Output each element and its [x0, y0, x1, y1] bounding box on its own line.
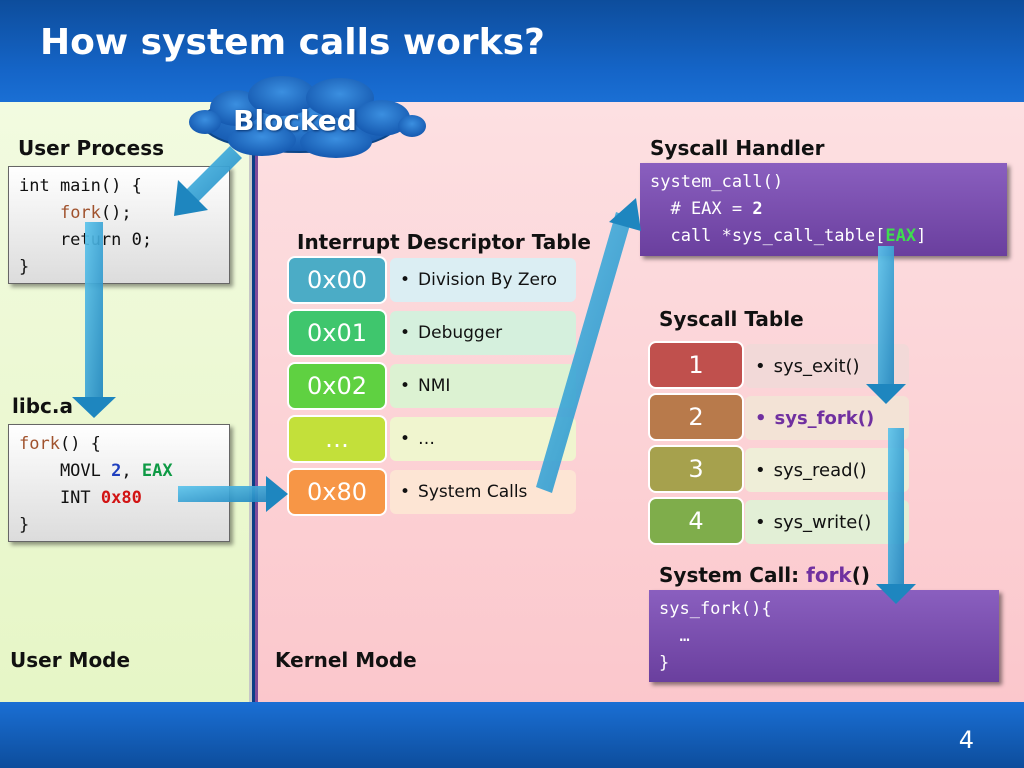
idt-value: •System Calls	[390, 470, 576, 514]
syscall-table-heading: Syscall Table	[659, 307, 804, 331]
code-line: system_call()	[650, 172, 784, 192]
idt-value: •Division By Zero	[390, 258, 576, 302]
syscall-number: 3	[648, 445, 744, 493]
page-number: 4	[958, 726, 974, 754]
libc-heading: libc.a	[12, 394, 73, 418]
code-line: }	[19, 515, 30, 535]
syscall-name: •sys_write()	[745, 500, 909, 544]
syscall-name: •sys_read()	[745, 448, 909, 492]
code-line: int main() {	[19, 176, 142, 196]
footer-bar: 4	[0, 702, 1024, 768]
code-line: INT 0x80	[19, 488, 142, 508]
code-line: call *sys_call_table[EAX]	[650, 226, 927, 246]
code-line: fork() {	[19, 434, 101, 454]
code-line: }	[19, 257, 30, 277]
idt-key: …	[287, 415, 387, 463]
code-line: sys_fork(){	[659, 599, 772, 619]
idt-key: 0x00	[287, 256, 387, 304]
code-line: MOVL 2, EAX	[19, 461, 173, 481]
title-bar: How system calls works?	[0, 0, 1024, 102]
idt-value: •NMI	[390, 364, 576, 408]
idt-value: •…	[390, 417, 576, 461]
code-line: fork();	[59, 203, 132, 223]
user-process-heading: User Process	[18, 136, 165, 160]
sys-fork-code: sys_fork(){ … }	[649, 590, 999, 682]
idt-key: 0x80	[287, 468, 387, 516]
user-process-code: int main() { fork(); return 0; }	[8, 166, 230, 284]
code-line: return 0;	[19, 230, 153, 250]
idt-key: 0x01	[287, 309, 387, 357]
syscall-name-highlighted: •sys_fork()	[745, 396, 909, 440]
syscall-name: •sys_exit()	[745, 344, 909, 388]
blocked-label: Blocked	[233, 104, 357, 137]
system-call-fork-heading: System Call: fork()	[659, 563, 871, 587]
fork-keyword: fork	[59, 203, 101, 223]
idt-value: •Debugger	[390, 311, 576, 355]
code-line: # EAX = 2	[650, 199, 763, 219]
kernel-mode-label: Kernel Mode	[275, 648, 417, 672]
code-line: …	[659, 626, 690, 646]
syscall-handler-code: system_call() # EAX = 2 call *sys_call_t…	[640, 163, 1007, 256]
syscall-number: 1	[648, 341, 744, 389]
syscall-handler-heading: Syscall Handler	[650, 136, 825, 160]
slide-title: How system calls works?	[40, 22, 545, 63]
idt-heading: Interrupt Descriptor Table	[297, 230, 591, 254]
user-mode-label: User Mode	[10, 648, 131, 672]
idt-key: 0x02	[287, 362, 387, 410]
code-line: }	[659, 653, 670, 673]
syscall-number: 2	[648, 393, 744, 441]
syscall-number: 4	[648, 497, 744, 545]
libc-code: fork() { MOVL 2, EAX INT 0x80 }	[8, 424, 230, 542]
